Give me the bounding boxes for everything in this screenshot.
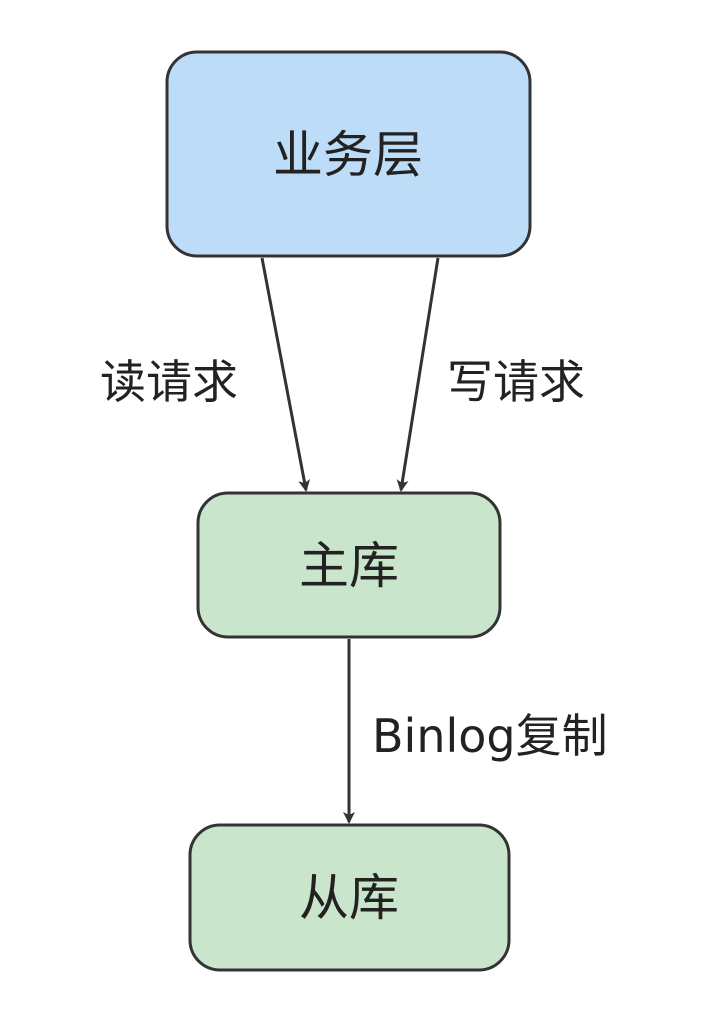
edge-read: 读请求 [100,257,311,492]
edge-write: 写请求 [396,257,585,492]
edge-write-label: 写请求 [447,355,585,409]
edge-binlog-label: Binlog复制 [372,709,608,763]
node-master-box [196,491,502,639]
node-business: 业务层 [165,50,532,258]
node-master-label: 主库 [299,537,399,595]
node-business-label: 业务层 [273,126,423,184]
node-master: 主库 [196,491,502,639]
edge-read-arrow [260,257,311,492]
edge-read-label: 读请求 [100,355,238,409]
node-slave: 从库 [188,823,511,972]
edge-binlog: Binlog复制 [343,639,608,824]
edge-write-arrow [396,257,440,492]
node-business-box [165,50,532,258]
node-slave-box [188,823,511,972]
node-slave-label: 从库 [299,869,399,927]
